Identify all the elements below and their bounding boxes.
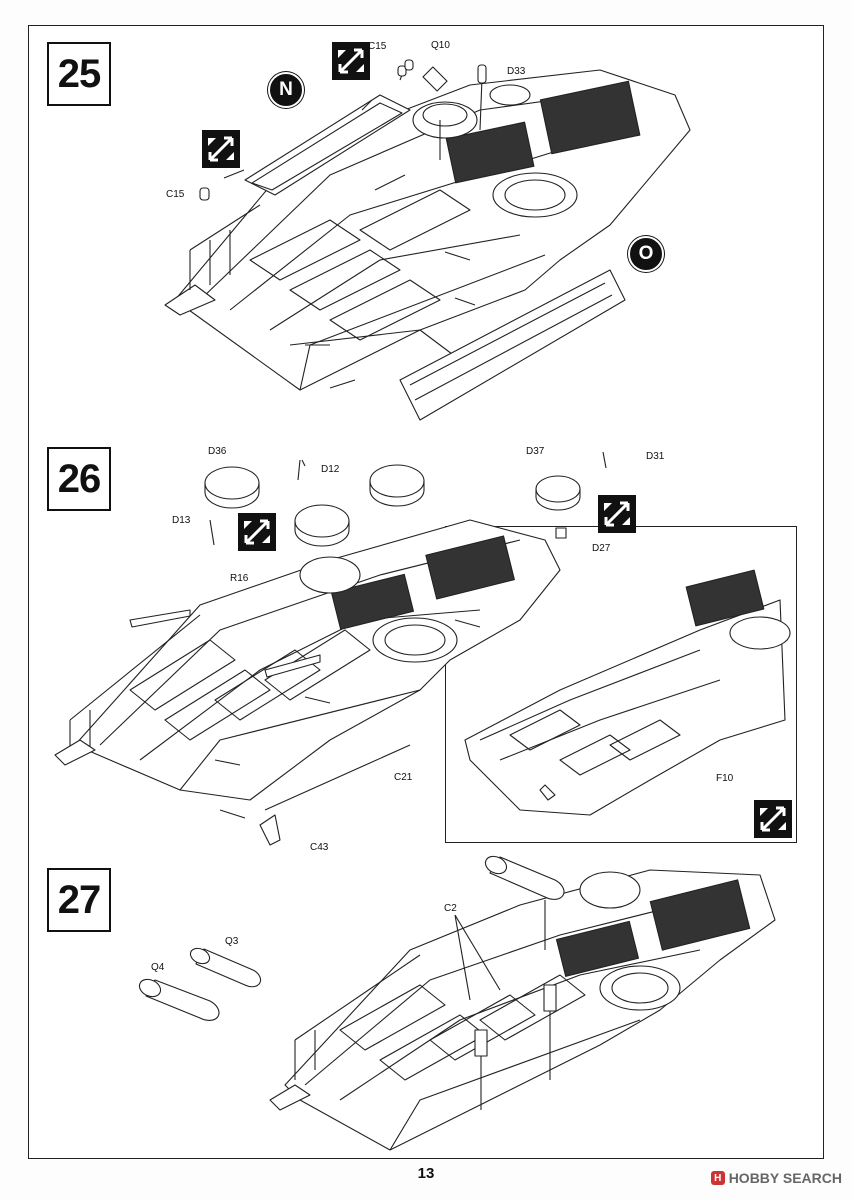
glue-icon [332, 42, 370, 80]
part-label: C2 [444, 903, 457, 914]
glue-icon [202, 130, 240, 168]
part-label: C15 [368, 41, 387, 52]
glue-icon [754, 800, 792, 838]
part-label: D31 [646, 451, 665, 462]
watermark: H HOBBY SEARCH [710, 1170, 842, 1186]
watermark-logo-icon: H [710, 1171, 725, 1185]
step-26-hull-drawing [54, 451, 791, 846]
watermark-text: HOBBY SEARCH [728, 1170, 842, 1186]
part-label: Q4 [151, 962, 165, 973]
part-label: C21 [394, 772, 413, 783]
part-label: D36 [208, 446, 227, 457]
part-label: C15 [166, 189, 185, 200]
part-label: F10 [716, 773, 734, 784]
glue-icon [238, 513, 276, 551]
step-27-hull-drawing [138, 855, 776, 1151]
step-25-hull-drawing [164, 59, 691, 421]
part-label: Q3 [225, 936, 239, 947]
part-label: R16 [230, 573, 249, 584]
part-label: D27 [592, 543, 611, 554]
step-27-number: 27 [47, 868, 111, 932]
part-label: D12 [321, 464, 340, 475]
part-label: Q10 [431, 40, 450, 51]
part-label: D13 [172, 515, 191, 526]
step-25-number: 25 [47, 42, 111, 106]
glue-icon [598, 495, 636, 533]
page-number: 13 [417, 1165, 435, 1182]
marker-n: N [268, 72, 304, 108]
part-label: D37 [526, 446, 545, 457]
part-label: D33 [507, 66, 526, 77]
part-label: C43 [310, 842, 329, 853]
marker-o: O [628, 236, 664, 272]
step-26-number: 26 [47, 447, 111, 511]
